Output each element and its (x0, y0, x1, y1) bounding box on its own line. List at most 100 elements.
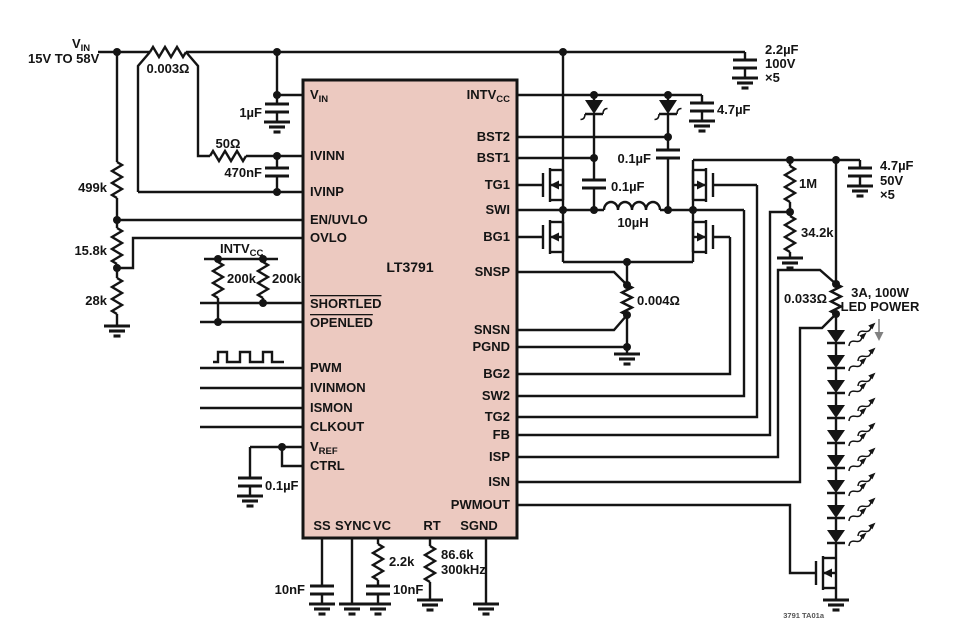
pin-label-bg2: BG2 (483, 366, 510, 381)
cap-input-bulk (731, 58, 759, 70)
pin-label-sw2: SW2 (482, 388, 510, 403)
pin-label-ivinp: IVINP (310, 184, 344, 199)
ground-icon (235, 494, 265, 508)
led-power-rating-line2: LED POWER (841, 299, 920, 314)
pin-label-sync: SYNC (335, 518, 372, 533)
c-input-count-label: ×5 (765, 70, 780, 85)
mosfet-pwm-dimming (814, 554, 838, 592)
resistor-1M (782, 164, 798, 204)
led-glow-icon (848, 396, 878, 423)
pin-label-ivinn: IVINN (310, 148, 345, 163)
r-divider-bot-label: 28k (85, 293, 107, 308)
mosfet-symbols (541, 166, 838, 592)
pin-label-ismon: ISMON (310, 400, 353, 415)
ground-icon (821, 598, 851, 612)
cap-bst1 (580, 178, 608, 190)
led-icon (825, 503, 847, 520)
pin-label-vref: VREF (310, 439, 338, 457)
c-bst1-label: 0.1µF (611, 179, 645, 194)
ground-icon (845, 184, 875, 198)
resistor-28k (109, 276, 125, 316)
resistor-ivin-filter (208, 148, 248, 164)
led-glow-icon (848, 346, 878, 373)
led-icon (825, 403, 847, 420)
resistor-34.2k (782, 214, 798, 254)
c-input-value-label: 2.2µF (765, 42, 799, 57)
cap-vc (364, 584, 392, 596)
cap-ctrl (236, 476, 264, 488)
pin-label-pgnd: PGND (472, 339, 510, 354)
c-ss-label: 10nF (275, 582, 305, 597)
pin-label-pwm: PWM (310, 360, 342, 375)
r-rt-freq-label: 300kHz (441, 562, 486, 577)
pin-label-ss: SS (313, 518, 331, 533)
c-output-count-label: ×5 (880, 187, 895, 202)
pin-label-tg1: TG1 (485, 177, 510, 192)
pin-label-bst1: BST1 (477, 150, 510, 165)
pin-label-sgnd: SGND (460, 518, 498, 533)
resistor-input-sense (148, 44, 188, 60)
cap-intvcc (688, 101, 716, 113)
pin-label-shortled: SHORTLED (310, 296, 382, 311)
pin-label-isp: ISP (489, 449, 510, 464)
r-vc-label: 2.2k (389, 554, 415, 569)
r-pullup-openled-label: 200k (227, 271, 257, 286)
pin-label-ivinmon: IVINMON (310, 380, 366, 395)
ic-part-number: LT3791 (386, 259, 433, 275)
mosfet-boost-bottom (691, 218, 715, 256)
pin-label-ctrl: CTRL (310, 458, 345, 473)
resistor-switch-sense (619, 283, 635, 317)
resistor-200k-shortled (255, 260, 271, 300)
r-led-sense-label: 0.033Ω (784, 291, 827, 306)
cap-vin-bypass (263, 102, 291, 114)
r-switch-sense-label: 0.004Ω (637, 293, 680, 308)
ground-icon (415, 598, 445, 612)
r-divider-mid-label: 15.8k (74, 243, 107, 258)
inductor-symbol (602, 200, 662, 211)
led-power-rating-line1: 3A, 100W (851, 285, 910, 300)
wires-power-stage (517, 52, 862, 600)
value-labels: VIN 15V TO 58V 0.003Ω 50Ω 470nF 1µF 499k… (28, 36, 920, 620)
mosfet-buck-bottom (541, 218, 565, 256)
led-glow-icon (848, 446, 878, 473)
intvcc-rail-label: INTVCC (220, 241, 263, 259)
ground-icon (687, 119, 717, 133)
led-icon (825, 528, 847, 545)
c-vc-label: 10nF (393, 582, 423, 597)
c-input-voltage-label: 100V (765, 56, 796, 71)
pwm-waveform-icon (213, 350, 284, 364)
mosfet-boost-top (691, 166, 715, 204)
ground-icon (775, 256, 805, 270)
led-glow-icon (848, 321, 878, 348)
pin-label-tg2: TG2 (485, 409, 510, 424)
led-icon (825, 378, 847, 395)
ground-icon (730, 76, 760, 90)
ground-icon (307, 602, 337, 616)
pin-label-swi: SWI (485, 202, 510, 217)
resistor-rt (422, 544, 438, 584)
led-glow-icon (848, 371, 878, 398)
ground-icon (262, 120, 292, 134)
led-icon (825, 453, 847, 470)
led-icon (825, 478, 847, 495)
r-fb-bottom-label: 34.2k (801, 225, 834, 240)
bst-diodes (579, 98, 683, 121)
pin-label-isn: ISN (488, 474, 510, 489)
pin-label-vin: VIN (310, 87, 328, 105)
c-ctrl-label: 0.1µF (265, 478, 299, 493)
ground-icon (612, 352, 642, 366)
pin-label-ovlo: OVLO (310, 230, 347, 245)
resistor-200k-openled (210, 260, 226, 300)
wires-bottom-section (320, 538, 488, 604)
ic-lt3791: LT3791 VIN IVINN IVINP EN/UVLO OVLO SHOR… (301, 78, 519, 540)
c-output-value-label: 4.7µF (880, 158, 914, 173)
vin-range-label: 15V TO 58V (28, 51, 100, 66)
cap-bst2 (654, 148, 682, 160)
cap-output (846, 166, 874, 178)
pin-label-en-uvlo: EN/UVLO (310, 212, 368, 227)
r-rt-label: 86.6k (441, 547, 474, 562)
pin-label-intvcc: INTVCC (467, 87, 510, 105)
led-icon (825, 353, 847, 370)
cap-ss (308, 584, 336, 596)
